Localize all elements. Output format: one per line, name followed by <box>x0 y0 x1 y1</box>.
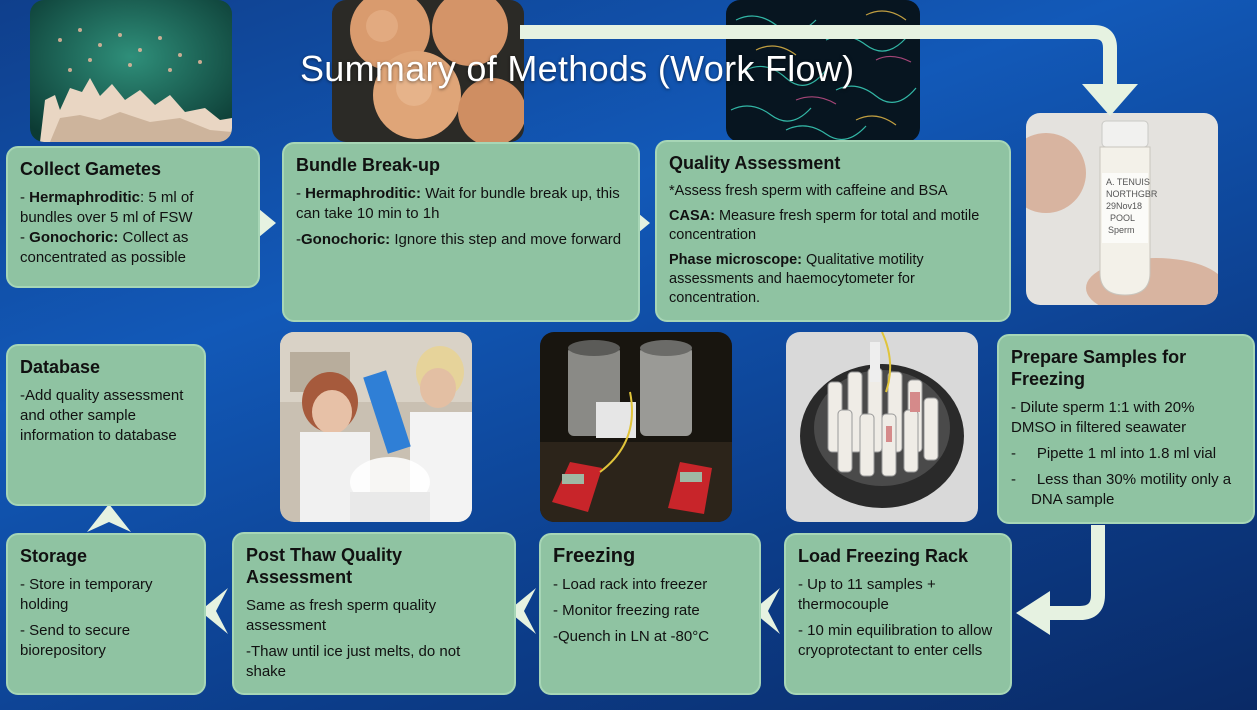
coral-spawning-photo <box>30 0 232 142</box>
step-text: : 5 ml of bundles over 5 ml of FSW <box>20 189 194 226</box>
step-text: - Monitor freezing rate <box>553 602 700 619</box>
step-text: *Assess fresh sperm with caffeine and BS… <box>669 183 948 199</box>
step-title: Storage <box>20 546 88 566</box>
step-storage: Storage - Store in temporary holding - S… <box>6 533 206 695</box>
step-title: Post Thaw Quality Assessment <box>246 545 403 587</box>
page-title: Summary of Methods (Work Flow) <box>300 48 855 89</box>
step-text: Qualitative motility assessments and hae… <box>669 252 924 306</box>
step-text: - Hermaphroditic: 5 ml of bundles over 5… <box>20 189 194 226</box>
step-text: - Dilute sperm 1:1 with 20% DMSO in filt… <box>1011 399 1195 436</box>
step-text: Collect as concentrated as possible <box>20 229 189 266</box>
step-database: Database -Add quality assessment and oth… <box>6 344 206 506</box>
step-title: Quality Assessment <box>669 153 841 173</box>
chevron-left-icon <box>200 588 228 634</box>
step-text: - Hermaphroditic: Wait for bundle break … <box>296 185 620 222</box>
step-title: Prepare Samples for Freezing <box>1011 347 1187 389</box>
step-load-freezing-rack: Load Freezing Rack - Up to 11 samples + … <box>784 533 1012 695</box>
step-text: Same as fresh sperm quality assessment <box>246 597 437 634</box>
step-text: Wait for bundle break up, this can take … <box>296 185 620 222</box>
svg-text:NORTHGBR: NORTHGBR <box>1106 189 1158 199</box>
sperm-microscopy-photo <box>726 0 920 142</box>
bold-label: CASA: <box>669 208 715 224</box>
step-title: Freezing <box>553 545 636 567</box>
chevron-up-icon <box>87 504 131 532</box>
egg-sperm-bundles-photo <box>332 0 524 142</box>
step-text: Ignore this step and move forward <box>390 231 622 248</box>
bold-label: Hermaphroditic <box>29 189 141 206</box>
bold-label: Hermaphroditic: <box>305 185 422 202</box>
sperm-vial-photo: A. TENUIS NORTHGBR 29Nov18 POOL Sperm <box>1026 113 1218 305</box>
step-freezing: Freezing - Load rack into freezer - Moni… <box>539 533 761 695</box>
freezing-rack-photo <box>786 332 978 522</box>
step-post-thaw-assessment: Post Thaw Quality Assessment Same as fre… <box>232 532 516 695</box>
down-left-flow-arrow <box>1016 525 1105 635</box>
step-quality-assessment: Quality Assessment *Assess fresh sperm w… <box>655 140 1011 322</box>
step-collect-gametes: Collect Gametes - Hermaphroditic: 5 ml o… <box>6 146 260 288</box>
step-text: - Load rack into freezer <box>553 576 708 593</box>
bold-label: Gonochoric: <box>29 229 119 246</box>
step-text: Phase microscope: Qualitative motility a… <box>669 251 997 308</box>
bold-label: Gonochoric: <box>301 231 391 248</box>
step-text: - 10 min equilibration to allow cryoprot… <box>798 622 993 659</box>
step-text: Pipette 1 ml into 1.8 ml vial <box>1036 445 1217 462</box>
step-text: - Up to 11 samples + thermocouple <box>798 576 936 613</box>
step-text: -Add quality assessment and other sample… <box>20 387 184 444</box>
freezer-and-thermometers-photo <box>540 332 732 522</box>
step-text: - Pipette 1 ml into 1.8 ml vial <box>1011 445 1217 462</box>
svg-text:A. TENUIS: A. TENUIS <box>1106 177 1150 187</box>
svg-text:29Nov18: 29Nov18 <box>1106 201 1142 211</box>
step-prepare-samples: Prepare Samples for Freezing - Dilute sp… <box>997 334 1255 524</box>
step-title: Database <box>20 357 101 377</box>
chevron-left-icon <box>752 588 780 634</box>
step-title: Bundle Break-up <box>296 155 441 175</box>
chevron-left-icon <box>508 588 536 634</box>
step-text: - Send to secure biorepository <box>20 622 131 659</box>
step-title: Collect Gametes <box>20 159 162 179</box>
step-text: Measure fresh sperm for total and motile… <box>669 208 980 243</box>
svg-text:Sperm: Sperm <box>1108 225 1135 235</box>
top-flow-arrow <box>520 25 1138 116</box>
step-text: -Thaw until ice just melts, do not shake <box>246 643 461 680</box>
bold-label: Phase microscope: <box>669 252 802 268</box>
step-text: - Gonochoric: Collect as concentrated as… <box>20 229 189 266</box>
step-title: Load Freezing Rack <box>798 546 969 566</box>
step-text: - Store in temporary holding <box>20 576 153 613</box>
step-text: CASA: Measure fresh sperm for total and … <box>669 207 997 245</box>
step-bundle-break-up: Bundle Break-up - Hermaphroditic: Wait f… <box>282 142 640 322</box>
step-text: - Less than 30% motility only a DNA samp… <box>1011 471 1232 508</box>
step-text: -Gonochoric: Ignore this step and move f… <box>296 231 622 248</box>
step-text: Less than 30% motility only a DNA sample <box>1031 471 1232 508</box>
step-text: -Quench in LN at -80°C <box>553 628 710 645</box>
lab-quench-photo <box>280 332 472 522</box>
svg-text:POOL: POOL <box>1110 213 1135 223</box>
